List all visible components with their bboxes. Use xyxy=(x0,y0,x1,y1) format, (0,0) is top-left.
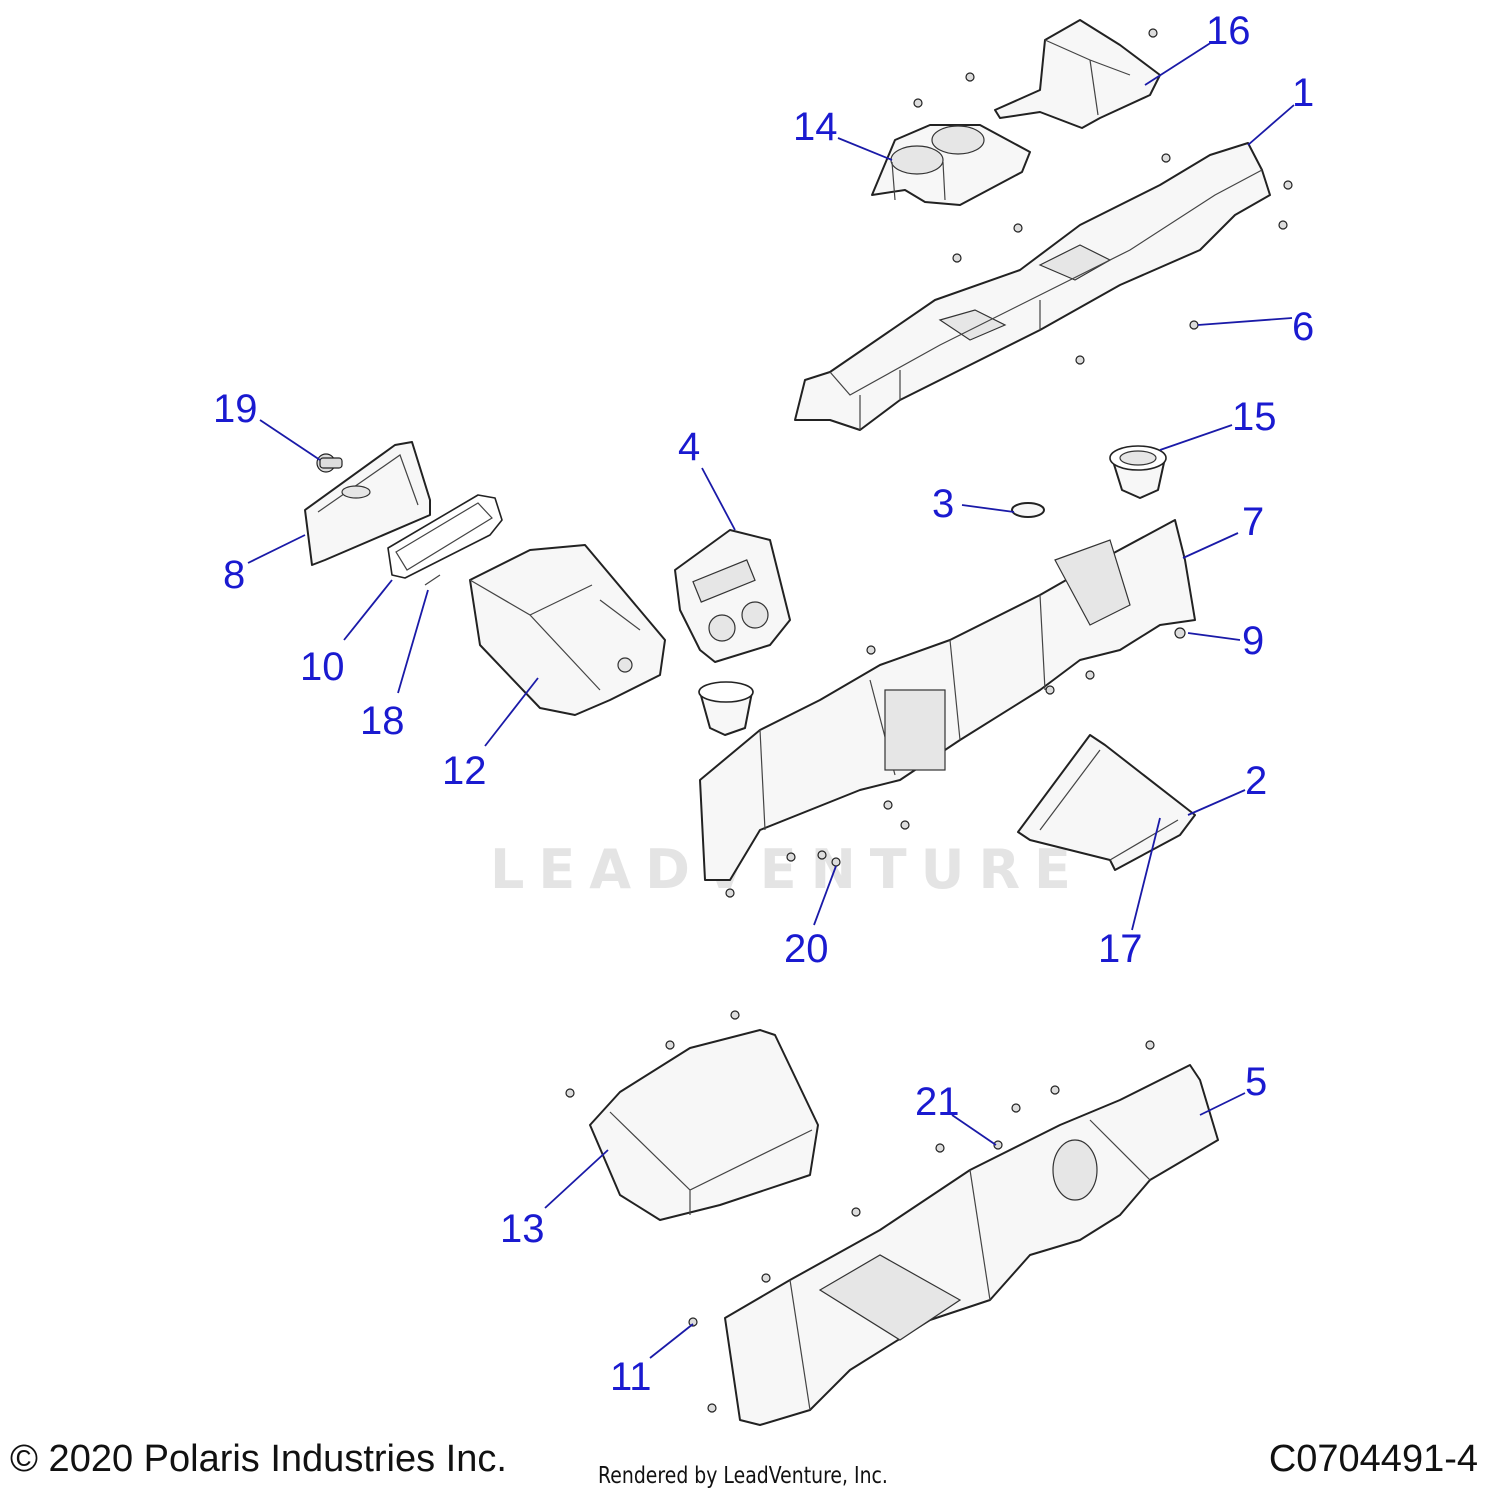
callout-19: 19 xyxy=(213,387,258,431)
callout-9: 9 xyxy=(1242,619,1264,663)
callout-11: 11 xyxy=(610,1355,652,1399)
callout-13: 13 xyxy=(500,1207,545,1251)
part-19-latch[interactable] xyxy=(316,453,343,473)
callout-16: 16 xyxy=(1206,9,1251,53)
part-15-cupholder[interactable] xyxy=(1109,445,1167,499)
part-10-gasket[interactable] xyxy=(387,494,503,579)
watermark-text: LEADVENTURE xyxy=(490,838,1085,901)
part-2-bracket[interactable] xyxy=(1017,734,1196,871)
part-8-glovebox-door[interactable] xyxy=(304,441,431,566)
part-14-cupholder-insert[interactable] xyxy=(871,124,1031,206)
callout-12: 12 xyxy=(442,749,487,793)
part-13-storage-bin[interactable] xyxy=(589,1029,819,1221)
fastener-group xyxy=(565,28,1293,1413)
part-5-lower-dash[interactable] xyxy=(724,1064,1219,1426)
leader-lines xyxy=(247,41,1295,1359)
callout-8: 8 xyxy=(223,553,245,597)
part-12-glovebox-bin[interactable] xyxy=(469,544,666,716)
part-3-plug[interactable] xyxy=(1011,502,1045,518)
rendered-by-text: Rendered by LeadVenture, Inc. xyxy=(598,1463,888,1489)
callout-15: 15 xyxy=(1232,395,1277,439)
callout-10: 10 xyxy=(300,645,345,689)
callout-6: 6 xyxy=(1292,305,1314,349)
callout-3: 3 xyxy=(932,482,954,526)
callout-labels: 16 1 14 6 19 15 4 3 7 8 9 10 18 12 2 20 … xyxy=(213,9,1314,1399)
part-18-pin[interactable] xyxy=(424,574,441,586)
part-16-console-cover[interactable] xyxy=(994,19,1161,129)
callout-17: 17 xyxy=(1098,927,1143,971)
callout-4: 4 xyxy=(678,425,700,469)
dash-cupholder[interactable] xyxy=(698,681,754,736)
callout-2: 2 xyxy=(1245,759,1267,803)
part-4-dash-bezel[interactable] xyxy=(674,529,791,663)
callout-20: 20 xyxy=(784,927,829,971)
part-7-dash-frame[interactable] xyxy=(699,519,1196,881)
copyright-text: © 2020 Polaris Industries Inc. xyxy=(10,1438,507,1480)
callout-14: 14 xyxy=(793,105,838,149)
callout-1: 1 xyxy=(1292,71,1314,115)
diagram-code: C0704491-4 xyxy=(1268,1438,1478,1480)
callout-5: 5 xyxy=(1245,1060,1267,1104)
callout-18: 18 xyxy=(360,699,405,743)
callout-21: 21 xyxy=(915,1080,960,1124)
callout-7: 7 xyxy=(1242,500,1264,544)
part-1-center-console[interactable] xyxy=(794,142,1271,431)
